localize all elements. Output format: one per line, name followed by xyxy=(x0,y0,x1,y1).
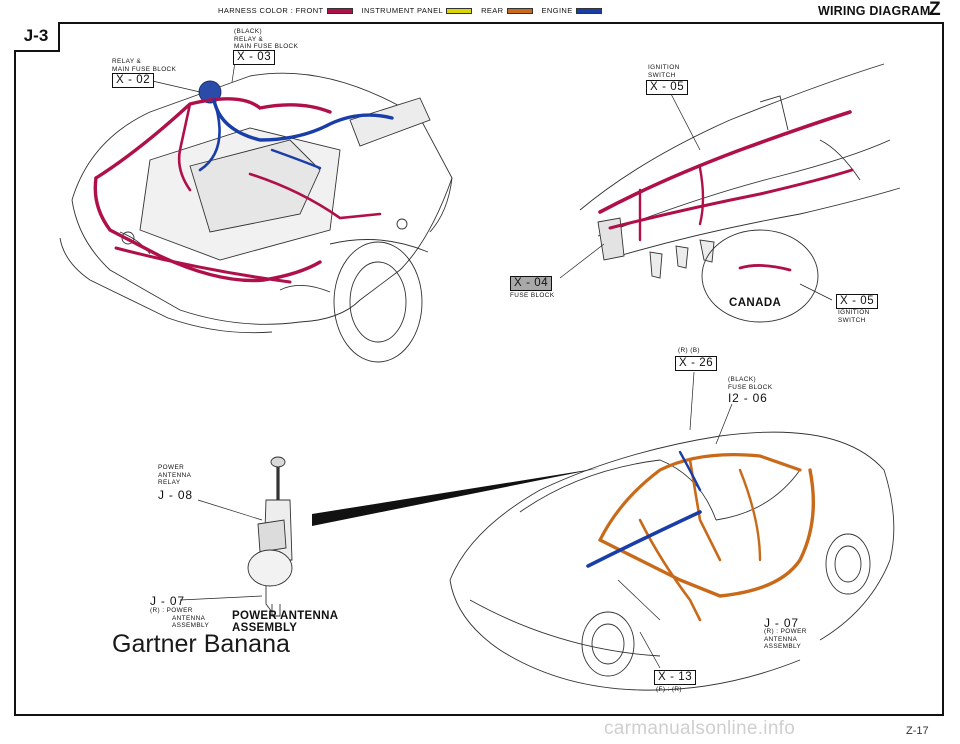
diagram-frame xyxy=(14,22,944,716)
fr-label: (F) : (R) xyxy=(656,686,682,693)
label-line: ASSEMBLY xyxy=(172,622,210,630)
harness-label: HARNESS COLOR : FRONT xyxy=(218,6,324,15)
label-line: RELAY & xyxy=(112,58,142,65)
leader-lines xyxy=(147,61,833,669)
label-line: MAIN FUSE BLOCK xyxy=(112,65,177,73)
label-line: MAIN FUSE BLOCK xyxy=(234,43,299,51)
legend-label-instrument-panel: INSTRUMENT PANEL xyxy=(361,6,444,15)
label-line: (BLACK) xyxy=(234,28,263,35)
watermark-text: Gartner Banana xyxy=(112,630,290,658)
label-line: FUSE BLOCK xyxy=(728,383,773,391)
label-line: ANTENNA xyxy=(172,614,206,622)
label-line: ANTENNA xyxy=(764,635,798,643)
connector-x13: X - 13 xyxy=(654,670,697,685)
car-body-harness xyxy=(586,450,815,622)
label-line: SWITCH xyxy=(648,71,676,79)
antenna-drawing xyxy=(247,456,293,617)
ignition-switch-label-top: IGNITION SWITCH xyxy=(648,64,680,79)
legend-swatch-engine xyxy=(575,7,602,14)
page-number: Z-17 xyxy=(906,725,929,737)
connector-x26: X - 26 xyxy=(675,356,718,371)
page-id: J-3 xyxy=(14,22,60,52)
label-line: POWER ANTENNA xyxy=(232,610,339,622)
label-line: ASSEMBLY xyxy=(764,643,802,651)
legend-label-engine: ENGINE xyxy=(541,6,573,15)
connector-x02: X - 02 xyxy=(112,73,155,88)
connector-j07-right: J - 07 xyxy=(764,616,799,630)
connector-j08: J - 08 xyxy=(158,488,193,502)
connector-x04: X - 04 xyxy=(510,276,553,291)
antenna-pointer-wedge xyxy=(312,468,600,526)
ignition-switch-label-bottom: IGNITION SWITCH xyxy=(838,309,870,324)
dashboard-drawing xyxy=(579,63,901,323)
car-body-drawing xyxy=(449,431,895,691)
label-line: SWITCH xyxy=(838,316,866,324)
label-line: POWER xyxy=(158,464,185,471)
fuse-block-label: FUSE BLOCK xyxy=(510,292,555,299)
connector-j07-left: J - 07 xyxy=(150,594,185,608)
rb-label: (R) (B) xyxy=(678,347,700,354)
label-line: IGNITION xyxy=(838,309,870,316)
engine-bay-harness xyxy=(93,97,394,284)
black-fuse-block-label: (BLACK) FUSE BLOCK xyxy=(728,376,772,391)
legend-swatch-instrument-panel xyxy=(446,7,473,14)
connector-x03: X - 03 xyxy=(233,50,276,65)
label-line: IGNITION xyxy=(648,64,680,71)
j07-right-description: (R) : POWER ANTENNA ASSEMBLY xyxy=(764,628,807,651)
connector-i206: I2 - 06 xyxy=(728,391,768,405)
label-line: RELAY & xyxy=(234,35,264,43)
harness-color-legend: HARNESS COLOR : FRONT INSTRUMENT PANEL R… xyxy=(218,6,611,15)
power-antenna-relay-label: POWER ANTENNA RELAY xyxy=(158,464,191,487)
label-line: (BLACK) xyxy=(728,376,757,383)
connector-x05-bottom: X - 05 xyxy=(836,294,879,309)
connector-x05-top: X - 05 xyxy=(646,80,689,95)
power-antenna-assembly-title: POWER ANTENNA ASSEMBLY xyxy=(232,610,338,634)
section-letter: Z xyxy=(929,0,941,20)
diagram-title: WIRING DIAGRAM xyxy=(818,4,931,18)
legend-swatch-front xyxy=(326,7,353,14)
legend-swatch-rear xyxy=(506,7,533,14)
legend-label-rear: REAR xyxy=(481,6,504,15)
label-line: ASSEMBLY xyxy=(232,622,298,634)
label-line: (R) : POWER xyxy=(150,607,193,614)
header-bar: HARNESS COLOR : FRONT INSTRUMENT PANEL R… xyxy=(0,0,960,22)
relay-main-fuse-label: RELAY & MAIN FUSE BLOCK xyxy=(112,58,176,73)
j07-left-description: (R) : POWER ANTENNA ASSEMBLY xyxy=(150,607,209,630)
site-watermark: carmanualsonline.info xyxy=(604,718,796,739)
black-relay-label: (BLACK) RELAY & MAIN FUSE BLOCK xyxy=(234,28,298,51)
canada-label: CANADA xyxy=(729,297,782,309)
dashboard-harness xyxy=(598,110,854,272)
label-line: (R) : POWER xyxy=(764,628,807,635)
label-line: RELAY xyxy=(158,479,181,487)
engine-bay-drawing xyxy=(59,72,453,363)
label-line: ANTENNA xyxy=(158,471,192,479)
